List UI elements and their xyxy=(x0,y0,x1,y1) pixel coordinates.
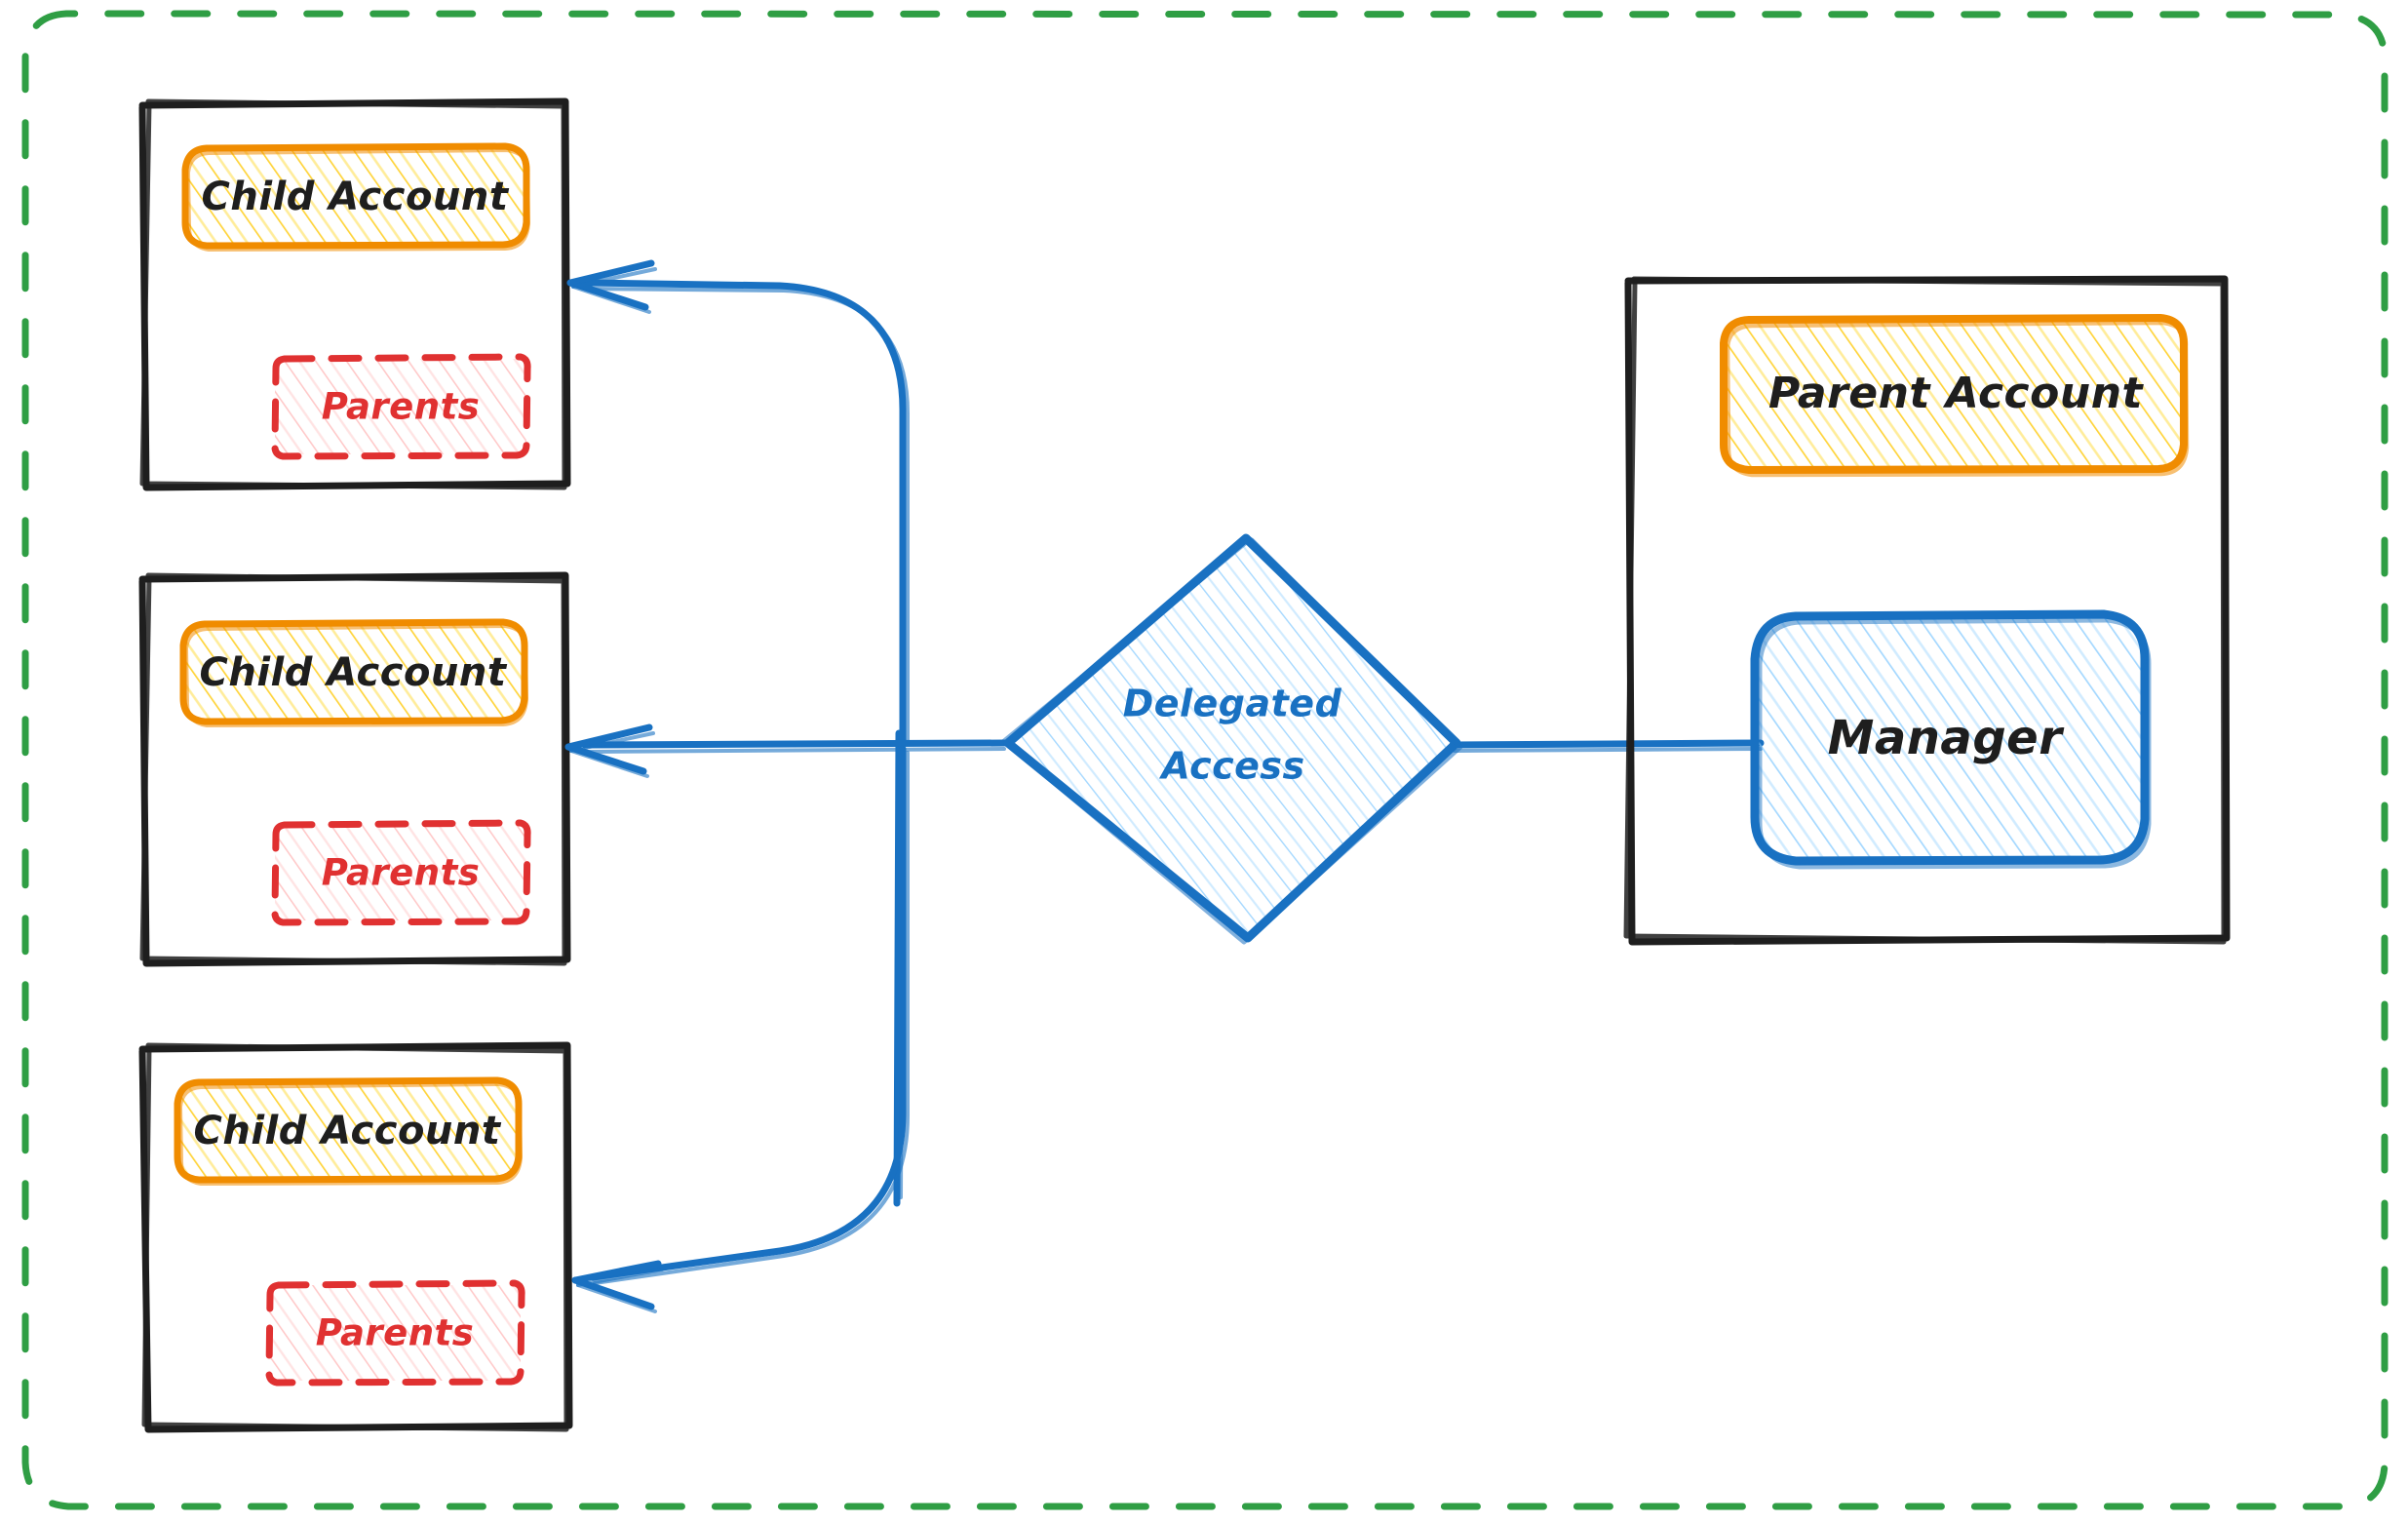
child-account-group-3[interactable]: Child Account Parents xyxy=(138,1041,573,1433)
connector-delegated-to-child-3[interactable] xyxy=(571,745,910,1313)
child-account-label-3: Child Account xyxy=(193,1109,501,1153)
parents-box-3[interactable]: Parents xyxy=(265,1279,525,1387)
parents-box-1[interactable]: Parents xyxy=(271,353,531,460)
parent-account-group[interactable]: Parent Account Manager xyxy=(1623,275,2231,946)
delegated-access-label-line2: Access xyxy=(1158,745,1304,788)
manager-box[interactable]: Manager xyxy=(1750,609,2152,870)
delegated-access-label-line1: Delegated xyxy=(1123,683,1342,725)
child-account-pill-2[interactable]: Child Account xyxy=(179,618,528,727)
parents-label-1: Parents xyxy=(322,386,481,428)
connector-delegated-to-child-2[interactable] xyxy=(564,723,1008,778)
outer-boundary-frame xyxy=(21,10,2389,1510)
parent-account-label: Parent Account xyxy=(1768,369,2145,418)
parents-box-2[interactable]: Parents xyxy=(271,819,531,926)
parents-label-3: Parents xyxy=(316,1312,475,1354)
child-account-label-1: Child Account xyxy=(201,175,509,219)
parent-account-pill[interactable]: Parent Account xyxy=(1720,314,2190,478)
child-account-pill-3[interactable]: Child Account xyxy=(174,1076,523,1186)
child-account-label-2: Child Account xyxy=(199,650,507,695)
connector-delegated-to-child-1[interactable] xyxy=(566,259,910,745)
parents-label-2: Parents xyxy=(322,852,481,894)
child-account-group-1[interactable]: Child Account Parents xyxy=(138,98,571,491)
delegated-access-diamond[interactable]: Delegated Access xyxy=(1001,533,1463,945)
manager-label: Manager xyxy=(1828,711,2066,765)
connector-manager-to-delegated[interactable] xyxy=(1449,739,1765,753)
child-account-pill-1[interactable]: Child Account xyxy=(181,142,530,252)
child-account-group-2[interactable]: Child Account Parents xyxy=(138,571,571,967)
